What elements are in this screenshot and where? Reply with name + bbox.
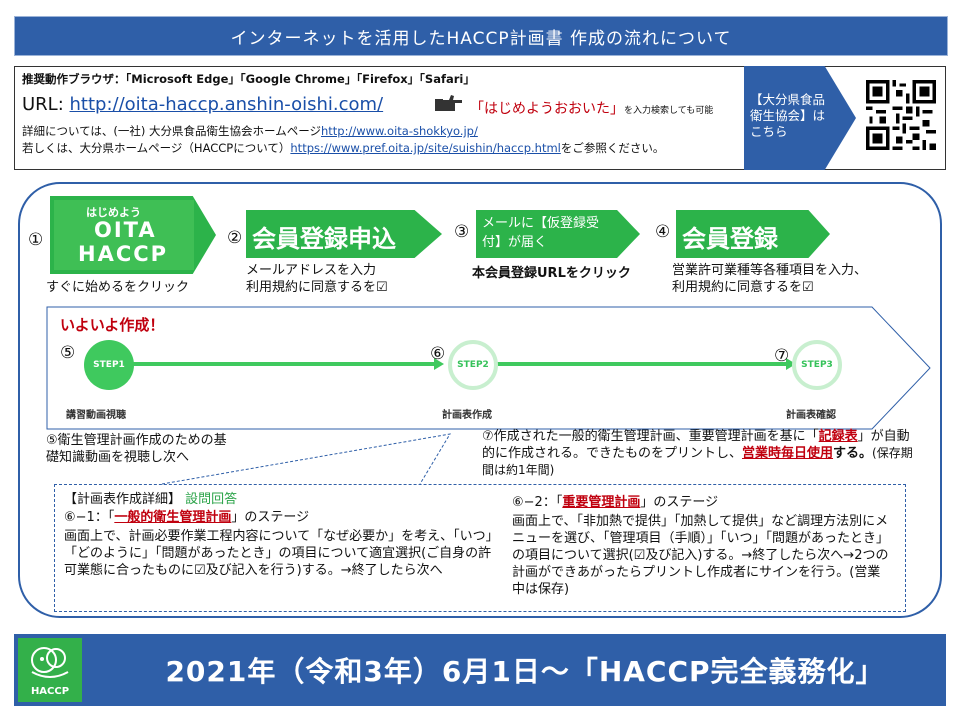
detail-heading-green: 設問回答: [185, 492, 238, 507]
haccp-logo: HACCP: [18, 638, 82, 702]
detail-line-2-text: 若しくは、大分県ホームページ（HACCPについて）: [22, 141, 291, 155]
stage62-red: 重要管理計画: [562, 495, 641, 510]
footer-bar: [14, 634, 946, 706]
search-hint: 「はじめようおおいた」を入力検索しても可能: [470, 98, 713, 118]
step2-desc-1: メールアドレスを入力: [246, 263, 377, 278]
stage62-body: 画面上で、「非加熱で提供」「加熱して提供」など調理方法別にメニューを選び、「管理…: [512, 514, 890, 597]
url-line: URL: http://oita-haccp.anshin-oishi.com/: [22, 94, 383, 115]
qr-code-icon[interactable]: [866, 80, 936, 150]
member-register-banner[interactable]: 会員登録: [676, 210, 830, 258]
detail-heading: 【計画表作成詳細】 設問回答: [64, 491, 237, 508]
step6-number: ⑥: [430, 344, 446, 364]
stage61-post: 」のステージ: [231, 510, 310, 525]
association-arrow-text: 【大分県食品衛生協会】はこちら: [750, 92, 826, 139]
footer-text: 2021年（令和3年）6月1日～「HACCP完全義務化」: [165, 655, 885, 688]
stage62-pre: ⑥−2：「: [512, 495, 563, 510]
info-box: [14, 66, 946, 170]
pointing-hand-icon: [435, 93, 463, 113]
haccp-logo-text: HACCP: [30, 686, 70, 697]
detail-line-1-text: 詳細については、(一社) 大分県食品衛生協会ホームページ: [22, 124, 321, 138]
step3-circle-label: STEP3: [801, 360, 833, 370]
stage61-body: 画面上で、計画必要作業工程内容について「なぜ必要か」を考え、「いつ」「どのように…: [64, 529, 493, 578]
member-register-label: 会員登録: [682, 225, 778, 253]
browser-recommendation: 推奨動作ブラウザ：「Microsoft Edge」「Google Chrome」…: [22, 72, 475, 86]
stage62-post: 」のステージ: [640, 495, 719, 510]
start-banner[interactable]: はじめよう OITA HACCP: [50, 196, 216, 274]
step5-number: ⑤: [60, 343, 76, 363]
start-banner-line2: HACCP: [78, 242, 169, 266]
note7-tail: (保存期間は約1年間): [482, 446, 913, 477]
url-label: URL:: [22, 94, 70, 115]
step1-label: 講習動画視聴: [66, 410, 126, 421]
step4-number: ④: [655, 222, 671, 242]
progress-heading: いよいよ作成！: [60, 316, 165, 334]
step2-label: 計画表作成: [442, 410, 492, 421]
step2-circle: STEP2: [448, 340, 498, 390]
step1-desc: すぐに始めるをクリック: [46, 280, 190, 295]
step2-desc-2: 利用規約に同意するを☑: [246, 280, 388, 295]
page-title: インターネットを活用したHACCP計画書 作成の流れについて: [230, 28, 732, 49]
search-hint-keyword: 「はじめようおおいた」: [470, 101, 624, 117]
search-hint-suffix: を入力検索しても可能: [624, 106, 714, 116]
stage61-pre: ⑥−1：「: [64, 510, 115, 525]
shokkyo-link[interactable]: http://www.oita-shokkyo.jp/: [320, 124, 478, 138]
step4-desc-2: 利用規約に同意するを☑: [672, 280, 814, 295]
step4-desc-1: 営業許可業種等各種項目を入力、: [672, 263, 868, 278]
detail-line-2-suffix: をご参照ください。: [560, 141, 665, 155]
site-url-link[interactable]: http://oita-haccp.anshin-oishi.com/: [69, 94, 384, 115]
step1-circle-label: STEP1: [93, 360, 125, 370]
step1-number: ①: [28, 230, 44, 250]
detail-heading-text: 【計画表作成詳細】: [64, 492, 182, 507]
note7: ⑦作成された一般的衛生管理計画、重要管理計画を基に「記録表」が自動的に作成される…: [482, 428, 922, 479]
note7-record: 記録表: [818, 429, 858, 444]
step3-desc: 本会員登録URLをクリック: [472, 266, 631, 281]
detail-line-2: 若しくは、大分県ホームページ（HACCPについて）https://www.pre…: [22, 141, 664, 156]
step2-number: ②: [227, 228, 243, 248]
member-apply-banner[interactable]: 会員登録申込: [246, 210, 442, 258]
step2-circle-label: STEP2: [457, 360, 489, 370]
member-apply-label: 会員登録申込: [252, 225, 396, 253]
note5-line1: ⑤衛生管理計画作成のための基: [46, 433, 227, 448]
stage61-title: ⑥−1：「一般的衛生管理計画」のステージ: [64, 509, 309, 526]
start-banner-line1: OITA: [94, 218, 157, 242]
callout-connector: [160, 432, 460, 486]
mail-received-label: メールに【仮登録受付】が届く: [482, 216, 600, 250]
mail-received-banner: メールに【仮登録受付】が届く: [476, 210, 640, 258]
stage62-title: ⑥−2：「重要管理計画」のステージ: [512, 494, 718, 511]
pref-oita-link[interactable]: https://www.pref.oita.jp/site/suishin/ha…: [290, 141, 561, 155]
step3-circle: STEP3: [792, 340, 842, 390]
step1-circle: STEP1: [84, 340, 134, 390]
note7-mid: 」が自動的に作成される。できたものをプリントし、: [482, 429, 910, 461]
title-banner: インターネットを活用したHACCP計画書 作成の流れについて: [14, 16, 948, 56]
note5-line2: 礎知識動画を視聴し次へ: [46, 450, 190, 465]
step7-number: ⑦: [774, 346, 790, 366]
step3-number: ③: [454, 222, 470, 242]
detail-line-1: 詳細については、(一社) 大分県食品衛生協会ホームページhttp://www.o…: [22, 124, 478, 139]
stage61-red: 一般的衛生管理計画: [114, 510, 232, 525]
note7-post: する。: [833, 446, 873, 461]
haccp-logo-icon: [31, 647, 69, 678]
note7-pre: ⑦作成された一般的衛生管理計画、重要管理計画を基に「: [482, 429, 819, 444]
start-banner-small: はじめよう: [86, 206, 141, 219]
step3-label: 計画表確認: [786, 410, 836, 421]
detail-box: [54, 484, 906, 612]
note7-daily-use: 営業時毎日使用: [742, 446, 834, 461]
